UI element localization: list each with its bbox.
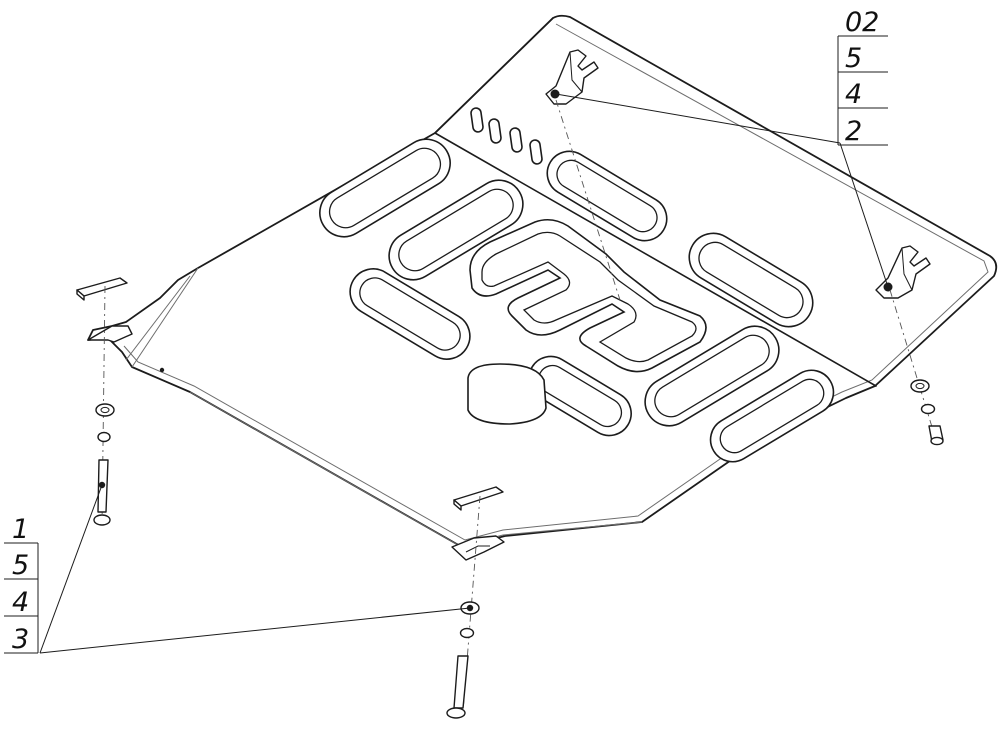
nut-base [930, 436, 944, 446]
slot-ring [709, 369, 835, 463]
rear-tab-left [87, 325, 133, 343]
slot-ring [644, 325, 780, 427]
central-meander-inner [481, 231, 697, 363]
slot-ring [688, 232, 814, 328]
slot-ring [319, 138, 451, 238]
front-lip [434, 17, 554, 134]
callout-label: 2 [845, 116, 862, 147]
slot-ring [528, 355, 632, 437]
callout-table-left: 1 5 4 3 [4, 514, 39, 655]
washer [95, 403, 115, 417]
callout-label: 4 [845, 79, 862, 110]
slot-ring [349, 268, 471, 360]
lock-washer [920, 403, 936, 415]
washer-hole [915, 382, 925, 390]
callout-label: 5 [845, 43, 862, 74]
fastener-stack-right [910, 379, 944, 446]
slot-ring [388, 179, 524, 281]
bolt-head [446, 707, 466, 719]
left-flange [131, 267, 199, 368]
callout-label: 02 [845, 7, 879, 38]
skid-plate-inner-edge [123, 23, 989, 541]
bolt-shank [453, 655, 469, 709]
callout-label: 3 [12, 624, 29, 655]
bracket-hole [550, 89, 560, 99]
lock-washer [459, 627, 475, 639]
left-flange-inner [125, 275, 191, 361]
bolt-head [93, 514, 111, 526]
fastener-stack-center [446, 601, 480, 719]
callout-table-right: 02 5 4 2 [837, 7, 888, 147]
leader-line [555, 93, 841, 144]
lock-washer [97, 431, 111, 443]
axis-line [889, 289, 937, 441]
washer-hole [100, 406, 110, 414]
front-bend-line [434, 132, 877, 387]
washer [910, 379, 930, 393]
fastener-stack-left [93, 403, 115, 526]
leader-line [39, 484, 103, 654]
louver [529, 139, 543, 165]
rear-tab-center [451, 535, 505, 561]
slot-ring [546, 150, 668, 242]
leader-line [39, 607, 471, 654]
callout-label: 1 [12, 514, 29, 545]
shim-plate-center [453, 486, 504, 511]
rivet [159, 367, 165, 373]
bracket-front-left [545, 49, 599, 105]
leader-line [839, 142, 889, 288]
callout-label: 4 [12, 587, 29, 618]
access-hole [467, 363, 547, 425]
louver [488, 118, 502, 144]
shim-plate-left [76, 277, 128, 301]
stamped-slots [319, 138, 835, 463]
vent-louvers [470, 107, 543, 165]
louver [509, 127, 523, 153]
axis-line [555, 99, 621, 301]
louver [470, 107, 484, 133]
callout-label: 5 [12, 550, 29, 581]
